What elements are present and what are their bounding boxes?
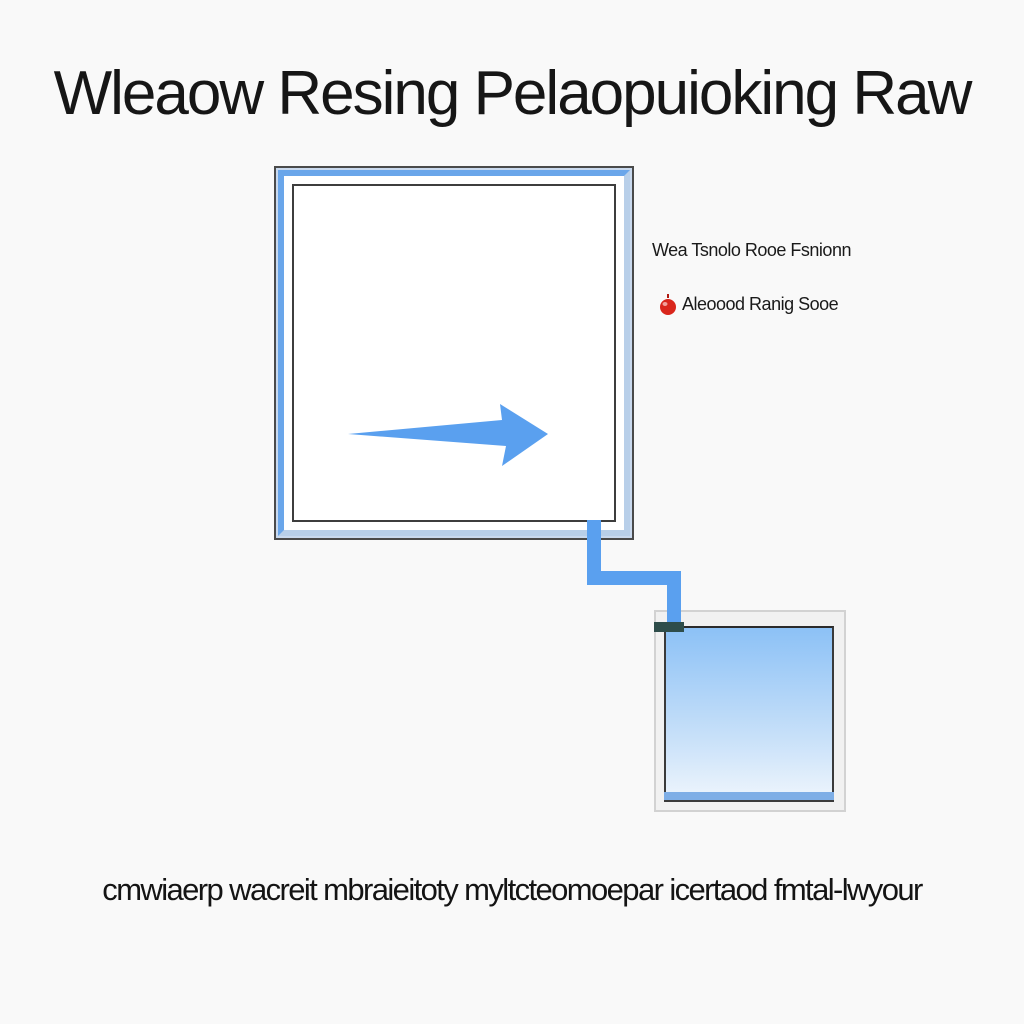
connector-handle bbox=[654, 622, 684, 632]
small-window-content bbox=[664, 626, 834, 802]
large-window-frame bbox=[278, 170, 630, 536]
small-window-bottom-edge bbox=[664, 792, 834, 800]
elbow-connector bbox=[587, 520, 681, 624]
red-dot-icon bbox=[660, 294, 676, 315]
diagram-title: Wleaow Resing Pelaopuioking Raw bbox=[53, 59, 973, 128]
side-label-2: Aleoood Ranig Sooe bbox=[682, 294, 839, 314]
right-arrow-icon bbox=[348, 404, 548, 466]
large-window bbox=[274, 166, 634, 540]
side-label-1: Wea Tsnolo Rooe Fsnionn bbox=[652, 240, 851, 260]
large-window-content bbox=[292, 184, 616, 522]
small-window bbox=[654, 610, 846, 812]
diagram-caption: cmwiaerp wacreit mbraieitoty myltcteomoe… bbox=[102, 872, 923, 907]
